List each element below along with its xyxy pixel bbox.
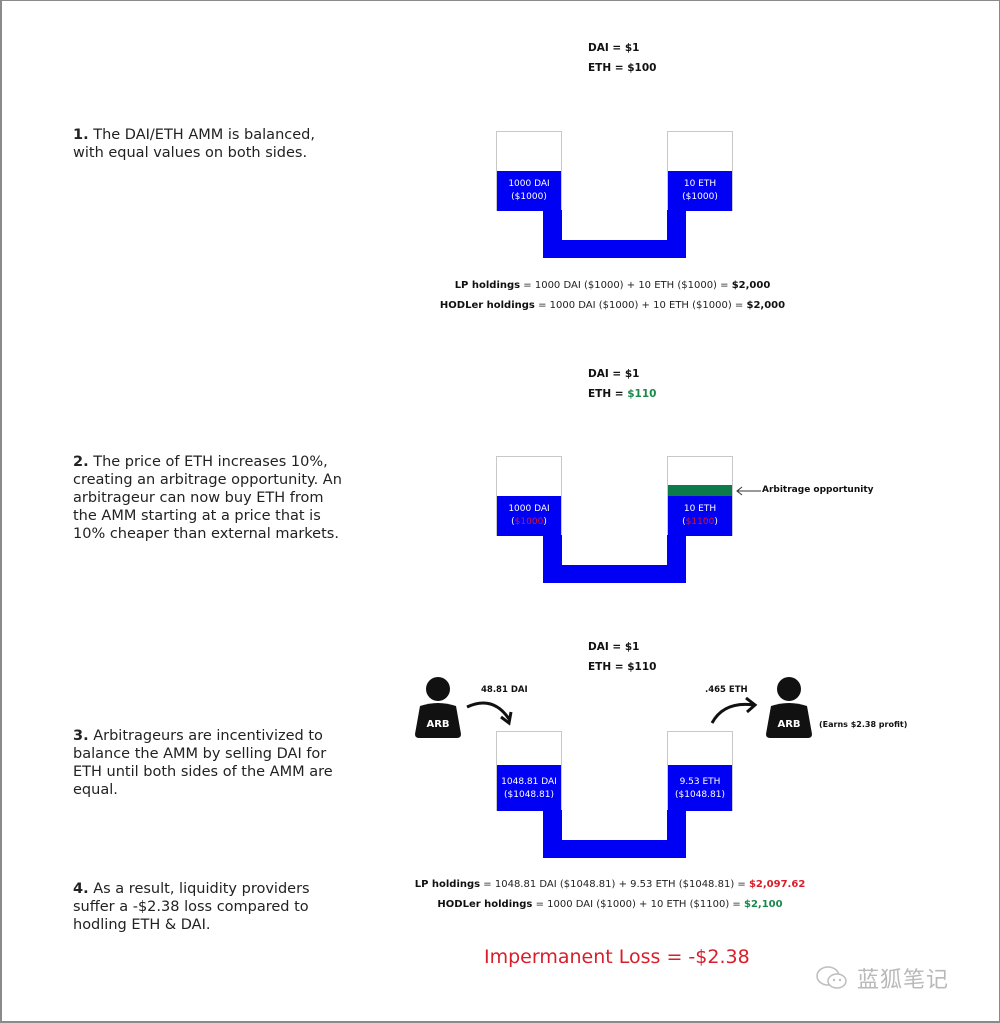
- hodler-holdings: HODLer holdings = 1000 DAI ($1000) + 10 …: [437, 899, 783, 910]
- lp-holdings: LP holdings = 1048.81 DAI ($1048.81) + 9…: [414, 879, 806, 890]
- lp-holdings: LP holdings = 1000 DAI ($1000) + 10 ETH …: [454, 280, 771, 291]
- eth-flow-label: .465 ETH: [705, 685, 748, 695]
- dai-price: DAI = $1: [588, 641, 640, 653]
- eth-tank: 10 ETH ($1100): [667, 456, 733, 536]
- step-4-text: 4. As a result, liquidity providers suff…: [73, 881, 310, 933]
- step-2-text: 2. The price of ETH increases 10%, creat…: [73, 454, 342, 542]
- pipe-bottom: [543, 240, 686, 258]
- eth-liquidity: 10 ETH ($1100): [668, 496, 732, 536]
- arbitrageur-right: ARB: [765, 676, 813, 738]
- dai-price: DAI = $1: [588, 368, 640, 380]
- wechat-icon: [816, 966, 847, 989]
- left-arrow-icon: [736, 486, 761, 496]
- eth-liquidity: 10 ETH ($1000): [668, 171, 732, 211]
- arbitrage-annotation: Arbitrage opportunity: [762, 485, 874, 495]
- eth-price: ETH = $110: [588, 388, 657, 400]
- curved-arrow-icon: [710, 697, 758, 724]
- prices-1: DAI = $1 ETH = $100: [588, 38, 656, 78]
- eth-tank: 10 ETH ($1000): [667, 131, 733, 211]
- person-icon: [766, 677, 812, 738]
- dai-tank: 1048.81 DAI ($1048.81): [496, 731, 562, 811]
- dai-tank: 1000 DAI ($1000): [496, 131, 562, 211]
- step-1-text: 1. The DAI/ETH AMM is balanced, with equ…: [73, 127, 315, 161]
- holdings-final: LP holdings = 1048.81 DAI ($1048.81) + 9…: [395, 875, 825, 915]
- eth-tank: 9.53 ETH ($1048.81): [667, 731, 733, 811]
- dai-liquidity: 1048.81 DAI ($1048.81): [497, 765, 561, 811]
- dai-liquidity: 1000 DAI ($1000): [497, 496, 561, 536]
- dai-price: DAI = $1: [588, 42, 640, 54]
- eth-price: ETH = $110: [588, 661, 657, 673]
- prices-3: DAI = $1 ETH = $110: [588, 637, 656, 677]
- arbitrageur-left: ARB: [414, 676, 462, 738]
- step-3-text: 3. Arbitrageurs are incentivized to bala…: [73, 728, 333, 798]
- prices-2: DAI = $1 ETH = $110: [588, 364, 656, 404]
- pipe-bottom: [543, 840, 686, 858]
- profit-note: (Earns $2.38 profit): [819, 720, 908, 729]
- dai-liquidity: 1000 DAI ($1000): [497, 171, 561, 211]
- curved-arrow-icon: [466, 701, 513, 726]
- pipe-bottom: [543, 565, 686, 583]
- arbitrage-band: [668, 485, 732, 497]
- eth-price: ETH = $100: [588, 62, 657, 74]
- watermark: 蓝狐笔记: [815, 962, 949, 994]
- impermanent-loss-result: Impermanent Loss = -$2.38: [484, 946, 750, 968]
- dai-flow-label: 48.81 DAI: [481, 685, 528, 695]
- dai-tank: 1000 DAI ($1000): [496, 456, 562, 536]
- hodler-holdings: HODLer holdings = 1000 DAI ($1000) + 10 …: [439, 300, 786, 311]
- eth-liquidity: 9.53 ETH ($1048.81): [668, 765, 732, 811]
- person-icon: [415, 677, 461, 738]
- holdings-1: LP holdings = 1000 DAI ($1000) + 10 ETH …: [400, 276, 825, 316]
